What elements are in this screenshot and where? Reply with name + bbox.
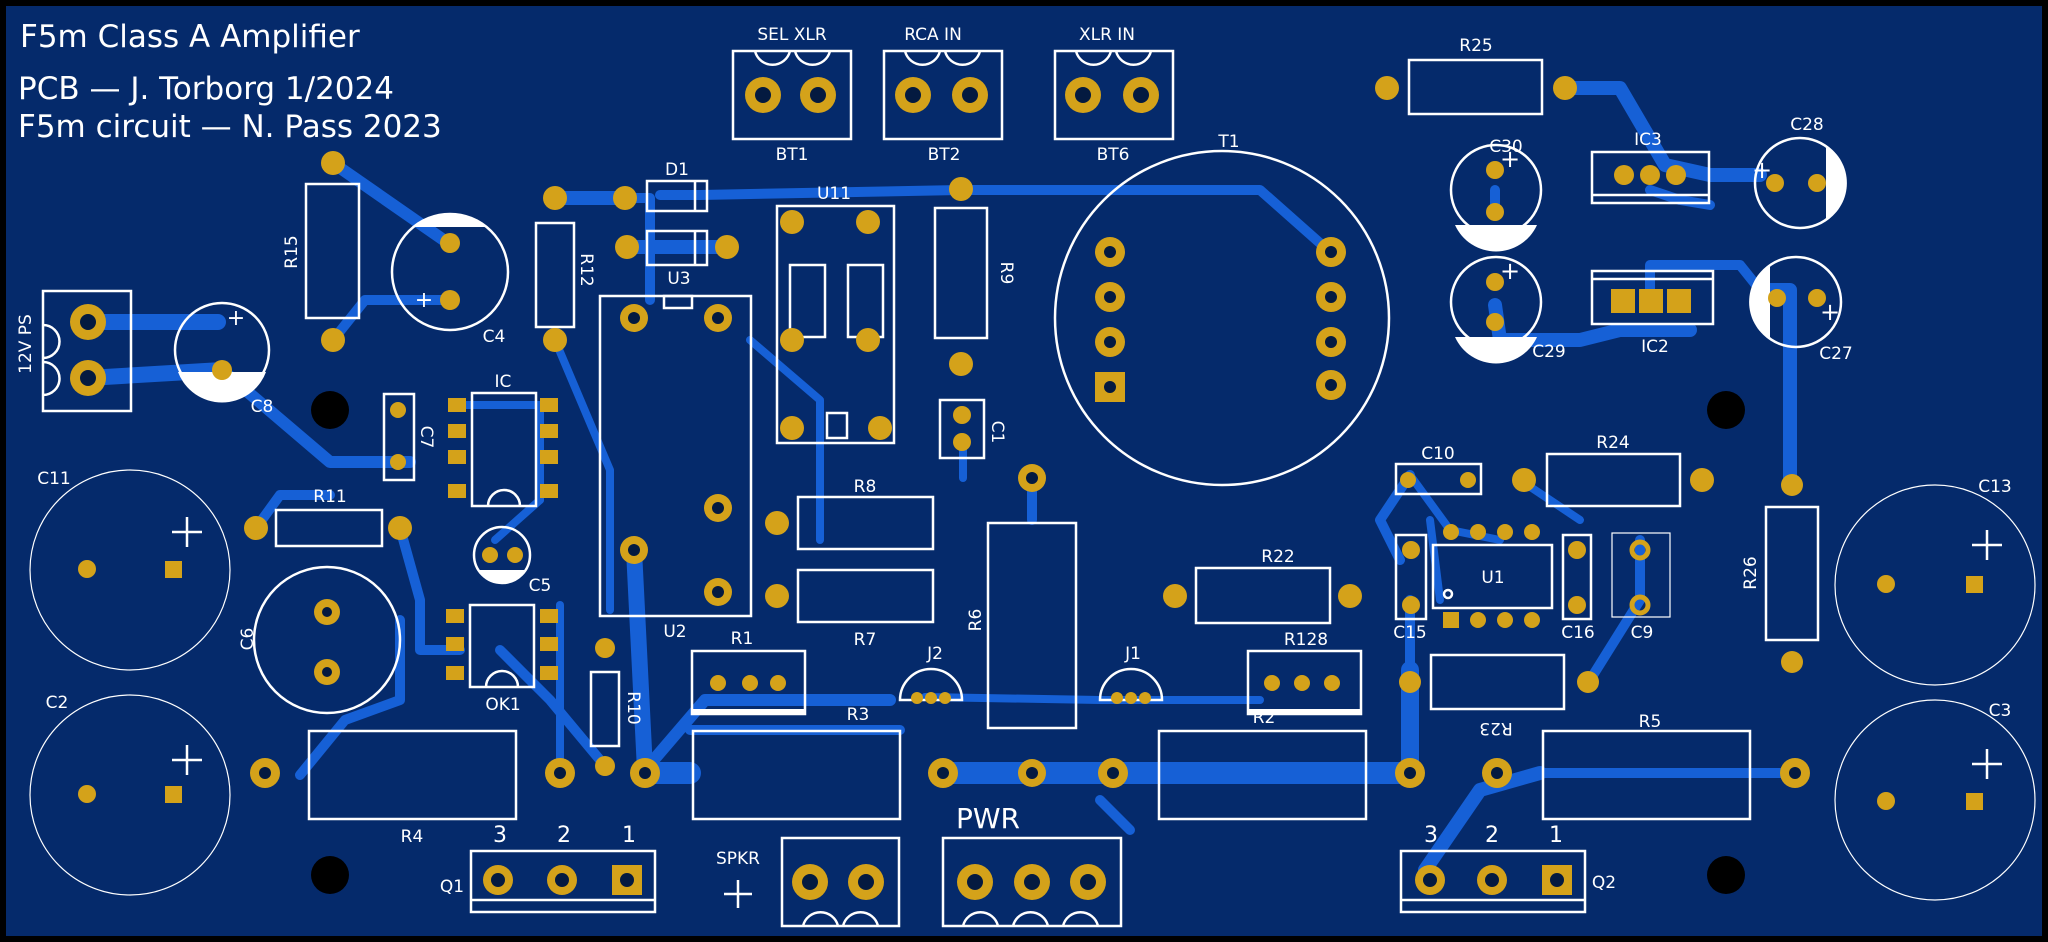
c27-plus: + — [1820, 298, 1840, 326]
r9-outline — [933, 206, 989, 340]
label-d1: D1 — [665, 160, 689, 180]
drill-holes — [80, 87, 1801, 890]
r6-outline — [986, 521, 1078, 730]
label-bt2: BT2 — [928, 145, 961, 165]
c30-plus: + — [1500, 145, 1520, 173]
silk-labels: SEL XLR RCA IN XLR IN BT1 BT2 BT6 T1 D1 … — [16, 25, 2012, 897]
label-q2-pin3: 3 — [1424, 823, 1438, 848]
c5-plus: + — [502, 570, 514, 586]
label-r2: R2 — [1253, 708, 1276, 728]
label-r7: R7 — [854, 630, 877, 650]
label-t1: T1 — [1217, 132, 1239, 152]
label-spkr: SPKR — [716, 849, 760, 869]
label-c9: C9 — [1631, 623, 1654, 643]
label-ic: IC — [495, 372, 512, 392]
pcb-credit: PCB — J. Torborg 1/2024 — [18, 71, 394, 107]
label-c4: C4 — [483, 327, 506, 347]
label-r12: R12 — [576, 253, 596, 286]
label-c15: C15 — [1393, 623, 1427, 643]
label-q2-pin2: 2 — [1485, 823, 1499, 848]
label-c1: C1 — [987, 421, 1007, 444]
bt6-outline — [1053, 49, 1175, 141]
label-r22: R22 — [1261, 547, 1294, 567]
label-q1-pin2: 2 — [557, 823, 571, 848]
u11-outline — [775, 204, 896, 445]
label-sel-xlr: SEL XLR — [757, 25, 827, 45]
label-pwr: PWR — [956, 802, 1020, 835]
label-c10: C10 — [1421, 444, 1455, 464]
label-r8: R8 — [854, 477, 877, 497]
label-r4: R4 — [401, 827, 424, 847]
label-12v-ps: 12V PS — [16, 314, 36, 374]
label-r6: R6 — [966, 609, 986, 632]
label-q2-pin1: 1 — [1549, 823, 1563, 848]
cap-polarity-marks — [178, 145, 1847, 584]
board-title: F5m Class A Amplifier — [20, 19, 360, 55]
label-u1: U1 — [1481, 568, 1504, 588]
label-r1: R1 — [731, 629, 754, 649]
label-bt1: BT1 — [776, 145, 809, 165]
label-r26: R26 — [1741, 556, 1761, 589]
label-r5: R5 — [1639, 712, 1662, 732]
label-r9: R9 — [996, 262, 1016, 285]
label-q1: Q1 — [440, 877, 464, 897]
label-u3: U3 — [667, 269, 690, 289]
u1-outline — [1431, 543, 1554, 610]
circuit-credit: F5m circuit — N. Pass 2023 — [18, 109, 442, 145]
label-j1: J1 — [1124, 644, 1141, 664]
label-xlr-in: XLR IN — [1079, 25, 1135, 45]
silkscreen — [29, 49, 2036, 928]
label-c27: C27 — [1819, 344, 1853, 364]
bt2-outline — [882, 49, 1004, 141]
label-c29: C29 — [1532, 342, 1566, 362]
label-c8: C8 — [251, 397, 274, 417]
label-c5: C5 — [529, 576, 552, 596]
label-q1-pin3: 3 — [493, 823, 507, 848]
label-bt6: BT6 — [1097, 145, 1130, 165]
label-ok1: OK1 — [485, 695, 520, 715]
label-r15: R15 — [282, 235, 302, 268]
label-j2: J2 — [926, 644, 943, 664]
label-r11: R11 — [313, 487, 346, 507]
label-u2: U2 — [663, 622, 686, 642]
label-q2: Q2 — [1592, 873, 1616, 893]
label-q1-pin1: 1 — [622, 823, 636, 848]
c4-plus: + — [415, 288, 433, 313]
label-c2: C2 — [46, 693, 69, 713]
t1-outline — [1053, 149, 1391, 487]
label-r128: R128 — [1284, 630, 1328, 650]
label-r24: R24 — [1596, 433, 1629, 453]
label-r10: R10 — [623, 691, 643, 724]
bt1-outline — [731, 49, 853, 141]
label-c7: C7 — [416, 426, 436, 449]
label-c6: C6 — [238, 628, 258, 651]
label-c28: C28 — [1790, 115, 1824, 135]
c8-plus: + — [227, 306, 245, 331]
c28-plus: + — [1752, 156, 1772, 184]
label-r25: R25 — [1459, 36, 1492, 56]
label-u11: U11 — [817, 184, 851, 204]
label-rca-in: RCA IN — [904, 25, 962, 45]
c29-plus: + — [1500, 257, 1520, 285]
label-r23: R23 — [1479, 718, 1512, 738]
label-ic3: IC3 — [1634, 130, 1662, 150]
label-c30: C30 — [1489, 137, 1523, 157]
label-r3: R3 — [847, 705, 870, 725]
label-c16: C16 — [1561, 623, 1595, 643]
label-c13: C13 — [1978, 477, 2012, 497]
label-c3: C3 — [1989, 701, 2012, 721]
mounting-holes — [311, 391, 1745, 894]
label-ic2: IC2 — [1641, 337, 1669, 357]
label-c11: C11 — [37, 469, 71, 489]
